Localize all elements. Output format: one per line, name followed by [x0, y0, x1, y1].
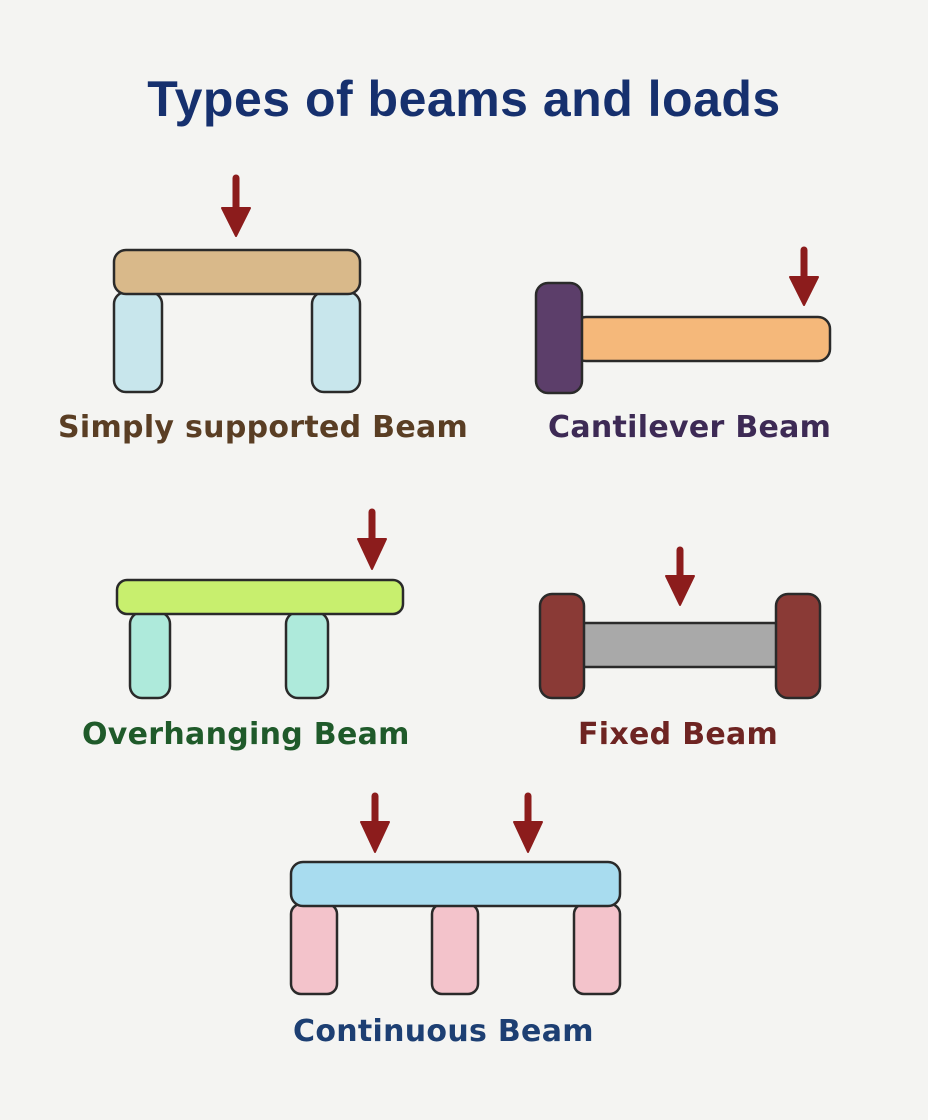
beam-body [572, 621, 788, 669]
beam-body [572, 315, 832, 363]
load-arrow [789, 246, 819, 306]
support-right [572, 902, 622, 996]
load-arrow [357, 508, 387, 570]
continuous-beam-diagram [289, 792, 622, 996]
support-left [128, 610, 172, 700]
beam-body [112, 248, 362, 296]
support-right [310, 290, 362, 394]
continuous-beam-label: Continuous Beam [293, 1014, 594, 1049]
support-middle [430, 902, 480, 996]
fixed-wall-right [774, 592, 822, 700]
beam-body [115, 578, 405, 616]
overhanging-beam-diagram [115, 508, 405, 700]
fixed-wall-left [538, 592, 586, 700]
load-arrow [665, 546, 695, 606]
simply-supported-beam-label: Simply supported Beam [58, 410, 469, 445]
load-arrow [360, 792, 390, 853]
support-right [284, 610, 330, 700]
fixed-beam-label: Fixed Beam [578, 717, 779, 752]
overhanging-beam-label: Overhanging Beam [82, 717, 410, 752]
load-arrow [513, 792, 543, 853]
page-title: Types of beams and loads [147, 71, 781, 127]
simply-supported-beam-diagram [112, 174, 362, 394]
cantilever-beam-label: Cantilever Beam [548, 410, 832, 445]
support-left [112, 290, 164, 394]
beam-body [289, 860, 622, 908]
load-arrow [221, 174, 251, 237]
fixed-wall [534, 281, 584, 395]
support-left [289, 902, 339, 996]
cantilever-beam-diagram [534, 246, 832, 395]
fixed-beam-diagram [538, 546, 822, 700]
